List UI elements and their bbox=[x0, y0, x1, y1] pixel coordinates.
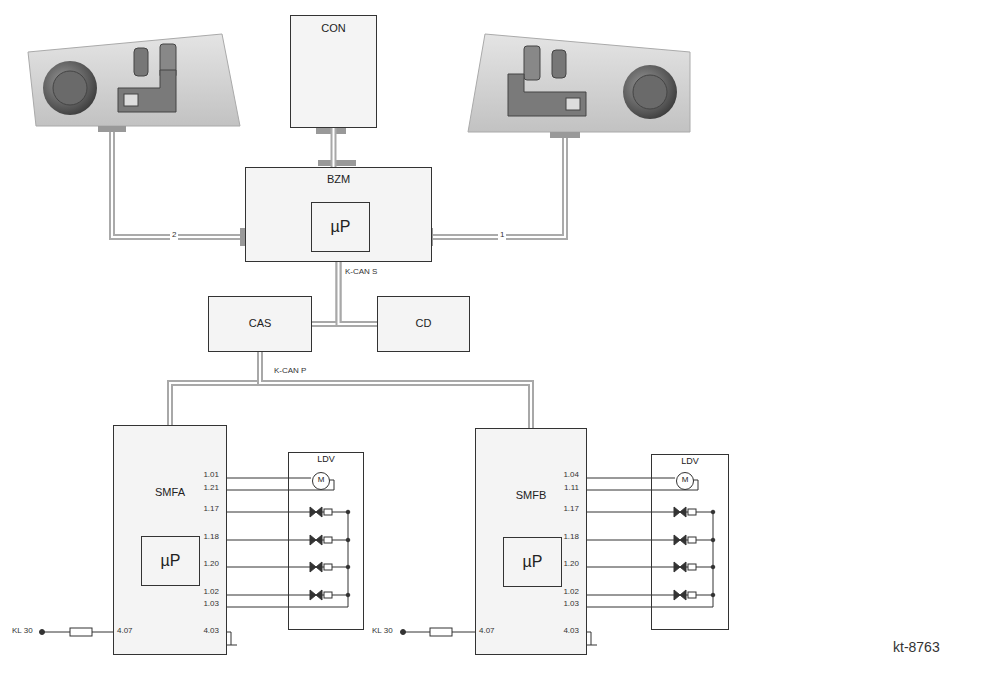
pin-label: 4.03 bbox=[563, 627, 579, 636]
control-unit-box: BZM µP bbox=[245, 167, 432, 262]
pin-label: 1.01 bbox=[203, 471, 219, 480]
control-unit-box: µP bbox=[311, 202, 370, 252]
can-bus bbox=[260, 352, 531, 428]
pin-label: 1.20 bbox=[563, 560, 579, 569]
motor-wire bbox=[651, 478, 675, 479]
pin-wire bbox=[223, 478, 288, 479]
pin-label: 4.07 bbox=[117, 627, 133, 636]
bus-line bbox=[170, 352, 260, 425]
node-label: µP bbox=[312, 203, 369, 236]
node-label: M bbox=[313, 473, 329, 485]
bus-line bbox=[312, 262, 339, 324]
node-label: LDV bbox=[289, 453, 363, 465]
motor-wire bbox=[288, 478, 311, 479]
control-unit-box: CON bbox=[290, 15, 377, 128]
figure-code: kt-8763 bbox=[893, 640, 940, 655]
resistor-symbol bbox=[324, 537, 332, 543]
valve-symbol bbox=[674, 562, 686, 572]
pin-label: 4.03 bbox=[203, 627, 219, 636]
control-unit-box: µP bbox=[141, 536, 200, 586]
valve-symbol bbox=[310, 590, 322, 600]
pin-label: 1.04 bbox=[563, 471, 579, 480]
pin-wire bbox=[583, 490, 651, 491]
valve-symbol bbox=[674, 590, 686, 600]
motor-symbol: M bbox=[312, 472, 330, 490]
bus-line-inner bbox=[170, 352, 260, 425]
pin-wire bbox=[223, 607, 288, 608]
pin-wire bbox=[583, 512, 651, 513]
resistor-symbol bbox=[324, 592, 332, 598]
resistor-symbol bbox=[324, 509, 332, 515]
bus-label: K-CAN P bbox=[272, 367, 308, 376]
valve-symbol bbox=[310, 507, 322, 517]
resistor-symbol bbox=[688, 564, 696, 570]
pin-wire bbox=[223, 567, 288, 568]
node-label: LDV bbox=[652, 455, 728, 467]
pin-label: 1.20 bbox=[203, 560, 219, 569]
bus-line-inner bbox=[312, 262, 339, 324]
pin-wire bbox=[583, 595, 651, 596]
node-label: µP bbox=[142, 537, 199, 570]
pin-wire bbox=[223, 512, 288, 513]
pin-label: 1.03 bbox=[203, 600, 219, 609]
control-unit-box: CAS bbox=[208, 296, 312, 352]
control-unit-box: SMFBµP bbox=[475, 428, 587, 655]
resistor-symbol bbox=[688, 509, 696, 515]
valve-symbol bbox=[310, 535, 322, 545]
pin-label: KL 30 bbox=[12, 627, 33, 636]
seat-switch-panel bbox=[28, 34, 240, 132]
valve-symbol bbox=[674, 535, 686, 545]
can-bus bbox=[333, 128, 334, 167]
pin-label: 1 bbox=[498, 231, 506, 240]
node-label: CAS bbox=[209, 297, 311, 329]
pin-label: 1.11 bbox=[564, 484, 579, 493]
pin-label: KL 30 bbox=[372, 627, 393, 636]
pin-label: 1.17 bbox=[563, 505, 579, 514]
pin-wire bbox=[223, 490, 288, 491]
motor-symbol: M bbox=[676, 472, 694, 490]
pin-label: 1.18 bbox=[203, 533, 219, 542]
pin-label: 1.17 bbox=[203, 505, 219, 514]
resistor-symbol bbox=[688, 537, 696, 543]
pin-label: 2 bbox=[170, 231, 178, 240]
control-unit-box: µP bbox=[503, 537, 562, 587]
node-label: CON bbox=[291, 16, 376, 34]
valve-symbol bbox=[674, 507, 686, 517]
resistor-symbol bbox=[324, 564, 332, 570]
can-bus bbox=[170, 352, 260, 425]
bus-label: K-CAN S bbox=[343, 268, 379, 277]
common-wire bbox=[651, 512, 713, 607]
control-unit-box: LDV M bbox=[288, 452, 364, 630]
pin-wire bbox=[223, 595, 288, 596]
pin-wire bbox=[583, 478, 651, 479]
resistor-symbol bbox=[688, 592, 696, 598]
pin-wire bbox=[223, 540, 288, 541]
bus-line bbox=[260, 352, 531, 428]
pin-label: 1.02 bbox=[203, 588, 219, 597]
bus-line bbox=[331, 128, 337, 167]
bus-line-inner bbox=[333, 128, 335, 167]
pin-label: 1.03 bbox=[563, 600, 579, 609]
pin-wire bbox=[583, 567, 651, 568]
pin-label: 1.21 bbox=[203, 484, 219, 493]
pin-wire bbox=[583, 540, 651, 541]
node-label: CD bbox=[378, 297, 469, 329]
pin-label: 1.02 bbox=[563, 588, 579, 597]
valve-symbol bbox=[310, 562, 322, 572]
control-unit-box: CD bbox=[377, 296, 470, 352]
pin-label: 4.07 bbox=[479, 627, 495, 636]
bus-line-inner bbox=[260, 352, 531, 428]
node-label: µP bbox=[504, 538, 561, 571]
pin-label: 1.18 bbox=[563, 533, 579, 542]
pin-wire bbox=[583, 607, 651, 608]
seat-switch-panel bbox=[468, 34, 690, 138]
pin-wire bbox=[221, 476, 715, 609]
control-unit-box: LDV M bbox=[651, 454, 729, 630]
common-wire bbox=[288, 512, 348, 607]
node-label: BZM bbox=[246, 168, 431, 185]
node-label: M bbox=[677, 473, 693, 485]
can-bus bbox=[312, 262, 339, 324]
